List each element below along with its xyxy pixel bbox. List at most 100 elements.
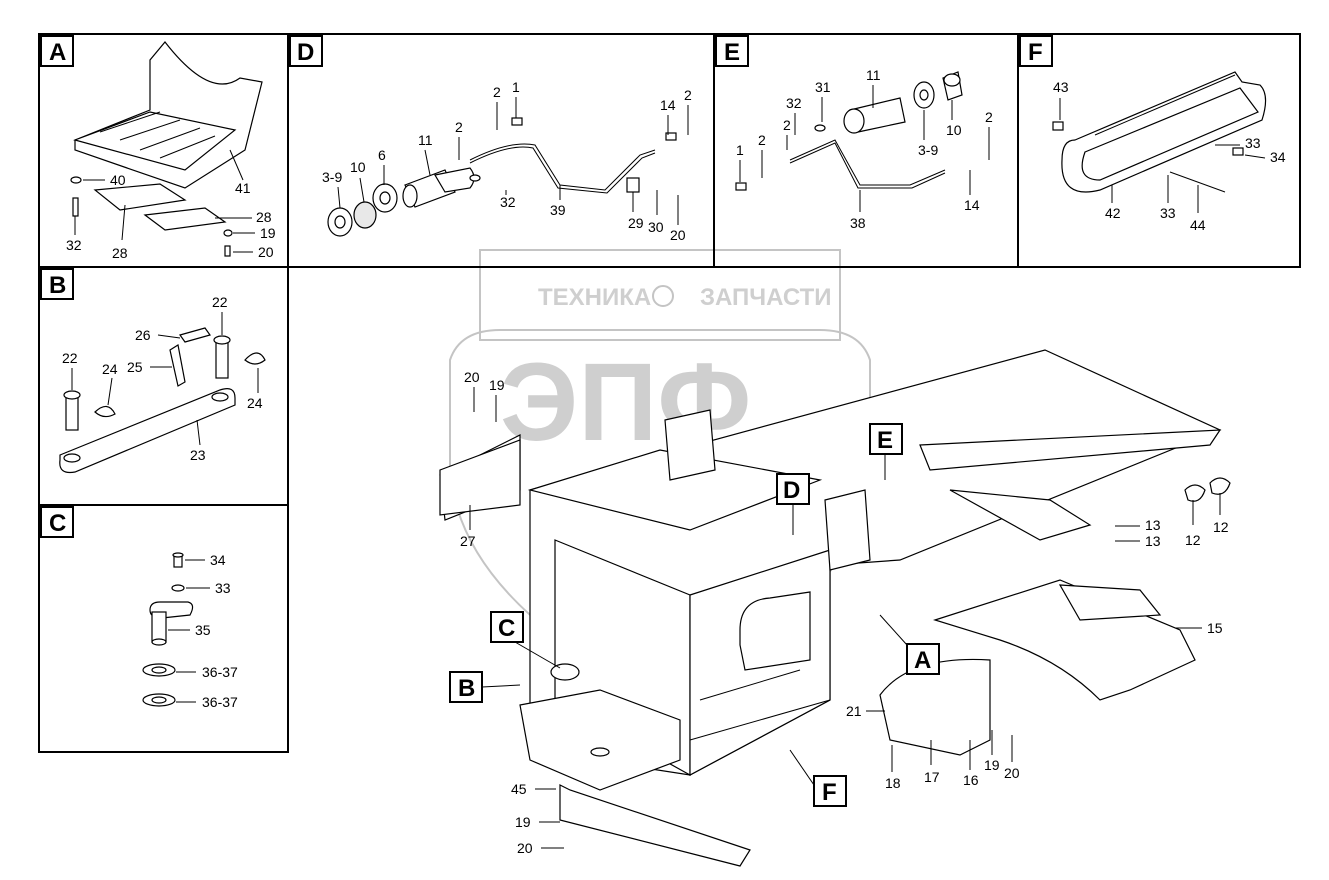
callout-12b: 12 [1213, 519, 1229, 535]
callout-23: 23 [190, 447, 206, 463]
panel-f-drawing [1052, 71, 1267, 193]
callout-25: 25 [127, 359, 143, 375]
panel-tag-d: D [289, 35, 323, 67]
svg-text:B: B [458, 675, 475, 702]
callout-11: 11 [866, 67, 881, 83]
callout-21: 21 [846, 703, 862, 719]
callout-28b: 28 [112, 245, 128, 261]
panel-c-drawing [142, 552, 194, 707]
svg-text:E: E [724, 39, 740, 66]
panel-b-callouts: 22 26 25 22 24 24 23 [62, 294, 263, 463]
panel-f-frame [1017, 33, 1301, 268]
callout-24: 24 [102, 361, 118, 377]
panel-tag-c: C [40, 506, 74, 538]
callout-33: 33 [215, 580, 231, 596]
panel-d-callouts: 1 2 14 2 2 11 6 10 3-9 32 39 29 30 20 [322, 79, 692, 243]
callout-31: 31 [815, 79, 831, 95]
panel-a-drawing [70, 41, 263, 257]
watermark-right-text: ЗАПЧАСТИ [700, 284, 832, 311]
main-callouts: 20 19 27 13 13 12 12 15 21 18 17 16 19 2… [460, 369, 1229, 856]
callout-42: 42 [1105, 205, 1121, 221]
callout-44: 44 [1190, 217, 1206, 233]
callout-45: 45 [511, 781, 527, 797]
callout-39: 39 [550, 202, 566, 218]
svg-text:A: A [49, 39, 66, 66]
svg-text:F: F [1028, 39, 1043, 66]
callout-29: 29 [628, 215, 644, 231]
panel-b-drawing [59, 327, 266, 474]
callout-14: 14 [964, 197, 980, 213]
panel-d-drawing [327, 117, 677, 237]
callout-2: 2 [783, 117, 791, 133]
callout-32: 32 [786, 95, 802, 111]
callout-2-e2: 2 [758, 132, 766, 148]
callout-2-d2: 2 [455, 119, 463, 135]
callout-2: 2 [493, 84, 501, 100]
panel-e-drawing [735, 71, 963, 191]
svg-text:D: D [783, 477, 800, 504]
callout-18: 18 [885, 775, 901, 791]
callout-11: 11 [418, 132, 433, 148]
svg-text:E: E [877, 427, 893, 454]
gear-icon [652, 285, 674, 307]
callout-32: 32 [500, 194, 516, 210]
svg-text:D: D [297, 39, 314, 66]
callout-22: 22 [212, 294, 228, 310]
callout-2-d: 2 [684, 87, 692, 103]
panel-tag-f: F [1019, 35, 1053, 67]
callout-22b: 22 [62, 350, 78, 366]
callout-6: 6 [378, 147, 386, 163]
callout-20: 20 [464, 369, 480, 385]
svg-text:F: F [822, 779, 837, 806]
callout-10: 10 [946, 122, 962, 138]
callout-26: 26 [135, 327, 151, 343]
callout-16: 16 [963, 772, 979, 788]
callout-34: 34 [210, 552, 226, 568]
main-tag-a: A [879, 614, 940, 675]
main-tag-c: C [490, 611, 561, 669]
callout-19: 19 [489, 377, 505, 393]
callout-1: 1 [512, 79, 520, 95]
callout-19-m: 19 [984, 757, 1000, 773]
svg-text:C: C [49, 510, 66, 537]
callout-28: 28 [256, 209, 272, 225]
watermark-left-text: ТЕХНИКА [538, 284, 651, 311]
callout-10: 10 [350, 159, 366, 175]
callout-36-37b: 36-37 [202, 694, 238, 710]
svg-text:A: A [914, 647, 931, 674]
callout-33: 33 [1245, 135, 1261, 151]
callout-34: 34 [1270, 149, 1286, 165]
main-tag-b: B [449, 671, 521, 703]
main-frame-drawing [439, 349, 1231, 867]
callout-3-9: 3-9 [918, 142, 938, 158]
main-tag-f: F [789, 749, 847, 807]
callout-13: 13 [1145, 517, 1161, 533]
callout-27: 27 [460, 533, 476, 549]
panel-tag-a: A [40, 35, 74, 67]
callout-33b: 33 [1160, 205, 1176, 221]
callout-38: 38 [850, 215, 866, 231]
callout-20-m: 20 [1004, 765, 1020, 781]
panel-e-callouts: 11 31 32 2 2 1 10 3-9 2 38 14 [736, 67, 993, 231]
callout-30: 30 [648, 219, 664, 235]
callout-17: 17 [924, 769, 940, 785]
callout-32: 32 [66, 237, 82, 253]
svg-text:B: B [49, 272, 66, 299]
callout-20: 20 [258, 244, 274, 260]
svg-text:C: C [498, 615, 515, 642]
callout-20: 20 [670, 227, 686, 243]
callout-13b: 13 [1145, 533, 1161, 549]
panel-c-callouts: 34 33 35 36-37 36-37 [168, 552, 238, 710]
callout-14: 14 [660, 97, 676, 113]
panel-a-callouts: 40 41 28 19 20 32 28 [66, 149, 276, 261]
callout-20-c: 20 [517, 840, 533, 856]
callout-36-37: 36-37 [202, 664, 238, 680]
callout-41: 41 [235, 180, 251, 196]
callout-43: 43 [1053, 79, 1069, 95]
callout-40: 40 [110, 172, 126, 188]
main-tag-d: D [776, 473, 810, 535]
callout-19-c: 19 [515, 814, 531, 830]
panel-f-callouts: 43 33 34 42 33 44 [1053, 79, 1286, 233]
panel-c-frame [38, 504, 289, 753]
